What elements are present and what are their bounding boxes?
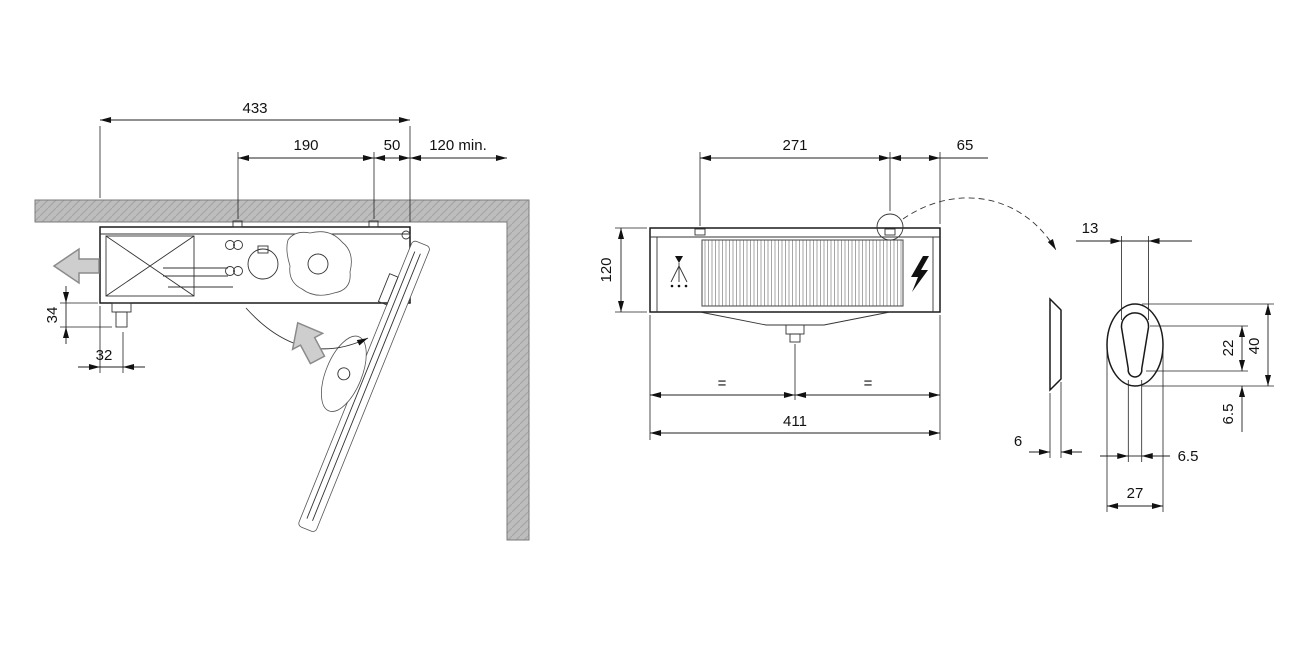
dim-height-120: 120	[598, 227, 647, 313]
mounting-foot-right	[368, 220, 379, 228]
dim-slot-width-6-5: 6.5	[1100, 380, 1198, 465]
dim-label-34: 34	[44, 307, 61, 324]
dim-label-50: 50	[384, 137, 401, 154]
dim-hole-diameter-13: 13	[1076, 220, 1192, 320]
drain-fitting	[785, 324, 805, 335]
dim-label-433: 433	[242, 100, 267, 117]
dim-label-6-5-vertical: 6.5	[1220, 404, 1237, 425]
detail-leader-arrow	[902, 197, 1057, 251]
dim-label-120: 120	[598, 257, 615, 282]
opened-panel	[298, 240, 430, 532]
unit-side-body	[99, 220, 411, 304]
ceiling-wall	[34, 199, 530, 541]
drain-pan	[699, 311, 891, 326]
clip-icon	[225, 240, 243, 276]
lightning-icon	[911, 256, 929, 292]
front-view: 271 65 120 = = 411	[598, 137, 988, 440]
dim-label-6-5-horizontal: 6.5	[1178, 448, 1199, 465]
side-view: 433 190 50 120 min. 34 32	[34, 100, 530, 541]
mounting-screw-left	[694, 228, 706, 236]
unit-front-body	[649, 213, 941, 343]
dim-label-32: 32	[96, 347, 113, 364]
dim-label-equal-left: =	[718, 375, 727, 392]
dim-label-190: 190	[293, 137, 318, 154]
dim-overall-width-433: 433	[99, 100, 411, 222]
dim-label-65: 65	[957, 137, 974, 154]
dim-label-13: 13	[1082, 220, 1099, 237]
dim-top-row: 190 50 120 min.	[237, 137, 507, 219]
dim-label-6: 6	[1014, 433, 1022, 450]
dim-label-271: 271	[782, 137, 807, 154]
airflow-out-arrow	[52, 247, 100, 285]
panel-fan	[320, 335, 367, 412]
dim-keyhole-width-27: 27	[1106, 350, 1164, 512]
bracket-section-profile	[1049, 297, 1062, 392]
dim-label-40: 40	[1246, 338, 1263, 355]
dim-drain-height-34: 34	[44, 286, 112, 344]
dim-bracket-thickness-6: 6	[1014, 382, 1082, 458]
keyhole-slot	[1120, 312, 1150, 378]
keyhole-detail-view: 6 13 22 40 6.5	[902, 197, 1274, 512]
fan-scroll	[286, 231, 352, 296]
dim-label-27: 27	[1127, 485, 1144, 502]
dim-label-411: 411	[783, 413, 807, 430]
detail-circle	[876, 213, 904, 241]
motor-hub	[247, 248, 279, 280]
fan-section	[105, 235, 195, 297]
dim-drain-offset-32: 32	[78, 306, 145, 373]
mounting-screw-right	[884, 228, 896, 236]
dim-label-equal-right: =	[864, 375, 873, 392]
dim-label-22: 22	[1220, 340, 1237, 357]
dim-right-stack: 22 40 6.5	[1142, 303, 1274, 432]
dim-overall-width-411: 411	[650, 413, 940, 436]
dim-equal-spacing: = =	[649, 315, 941, 440]
coil-fins	[701, 239, 904, 307]
defrost-spray-icon	[670, 256, 688, 288]
unit-housing	[99, 226, 411, 304]
airflow-in-arrow	[291, 321, 326, 365]
dim-271-65: 271 65	[699, 137, 988, 226]
dim-label-120-min: 120 min.	[429, 137, 487, 154]
hinge	[401, 230, 411, 240]
drain-connection	[111, 302, 132, 328]
mounting-foot-left	[232, 220, 243, 228]
